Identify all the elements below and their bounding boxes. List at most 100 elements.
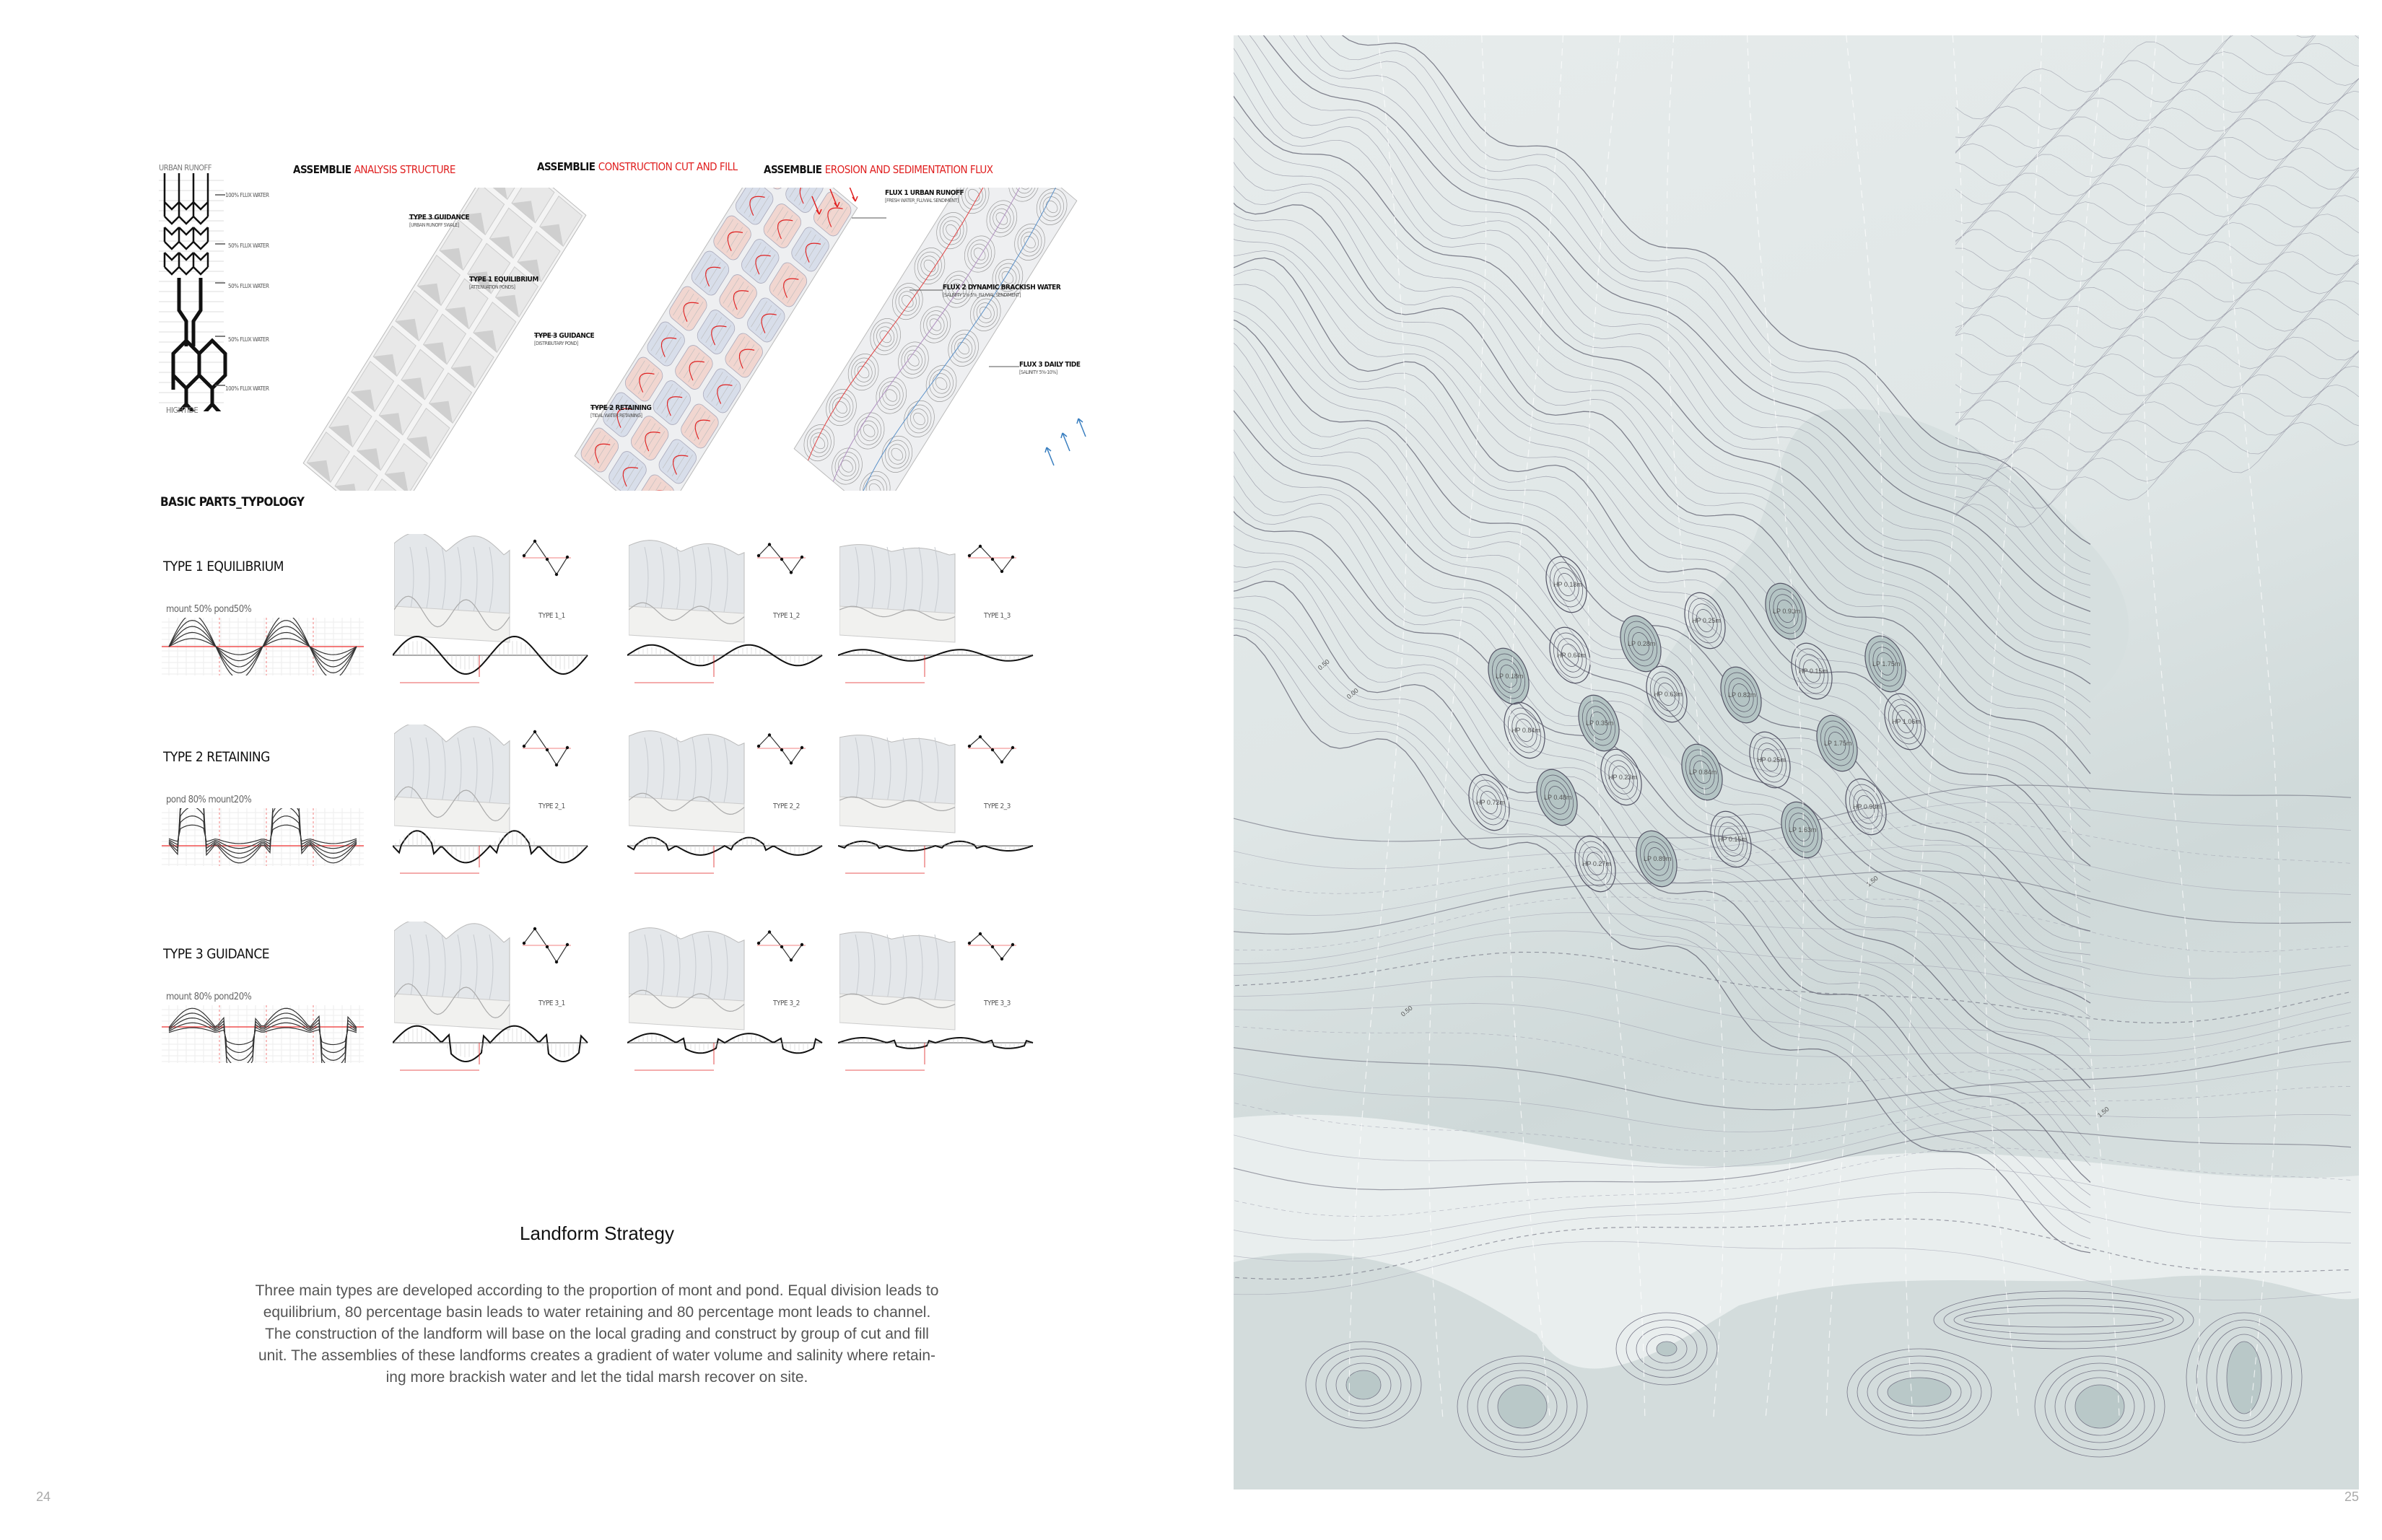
contour-ring — [1001, 271, 1014, 284]
cell-shadow — [373, 354, 397, 377]
spot-height-label: HP 0.25m — [1757, 756, 1786, 764]
wave-profile — [393, 830, 588, 864]
contour-ring — [920, 255, 939, 276]
contour-ring — [902, 294, 914, 308]
page-number-left: 24 — [36, 1489, 51, 1504]
contour-ring — [907, 404, 932, 434]
contour-ring — [888, 444, 907, 465]
header-prefix: ASSEMBLIE — [293, 163, 352, 176]
assembly-strip-flux — [793, 188, 1078, 491]
header-prefix: ASSEMBLIE — [764, 163, 822, 176]
cut-fill-arrow — [711, 325, 727, 346]
paragraph-line: equilibrium, 80 percentage basin leads t… — [263, 1304, 931, 1321]
contour-line — [1234, 239, 2091, 827]
wave-profile — [627, 1033, 823, 1054]
contour-line — [1234, 224, 2091, 810]
high-point-marker: HP 0.23m — [1600, 748, 1642, 806]
contour-ring — [901, 346, 926, 375]
node-diagram — [758, 931, 803, 961]
variant-label: TYPE 3_1 — [538, 999, 565, 1007]
landform-block-model — [839, 735, 1016, 834]
cut-fill-cell — [580, 427, 619, 473]
type-ratio: pond 80% mount20% — [166, 795, 252, 805]
contour-line — [1955, 318, 2359, 426]
depression-contour — [1867, 1362, 1972, 1422]
contour-ring — [857, 365, 870, 379]
contour-ring — [863, 475, 888, 491]
landform-block-model — [839, 932, 1016, 1031]
cell-shadow — [518, 259, 541, 282]
contour-ring — [857, 416, 882, 445]
spot-height-label: HP 0.25m — [1692, 617, 1721, 624]
contour-ring — [803, 424, 835, 462]
section-profile — [168, 1007, 357, 1063]
flow-path — [1904, 35, 1963, 1417]
cell-shadow — [495, 294, 519, 318]
strategy-paragraph: Three main types are developed according… — [236, 1280, 958, 1388]
type-title: TYPE 2 RETAINING — [163, 749, 270, 765]
text-label: [DISTRIBUTARY POND] — [534, 341, 578, 346]
landform-block-model — [629, 927, 806, 1031]
contour-line — [1234, 525, 2091, 1107]
depression-contour — [1335, 1362, 1392, 1407]
contour-line — [1234, 1114, 2352, 1168]
cell-shadow — [484, 188, 507, 200]
cut-fill-cell — [697, 310, 736, 354]
variant-wave-graph — [393, 636, 588, 683]
depression-contour — [2206, 1326, 2282, 1429]
low-point-marker: LP 1.75m — [1816, 714, 1858, 772]
flux-level-label: 100% FLUX WATER — [225, 192, 269, 198]
contour-line — [1234, 257, 2091, 867]
contour-ring — [976, 302, 995, 323]
contour-line — [1234, 1086, 2352, 1152]
wave-profile — [838, 1036, 1034, 1049]
cut-fill-arrow — [705, 266, 721, 286]
contour-ring — [951, 333, 976, 363]
contour-ring — [1036, 188, 1068, 225]
variant-wave-graph — [627, 644, 823, 683]
contour-ring — [881, 435, 913, 473]
low-point-marker: LP 0.35m — [1578, 694, 1620, 752]
page-number-right: 25 — [2344, 1489, 2360, 1504]
variant-label: TYPE 2_3 — [984, 802, 1011, 810]
depression-contour — [2054, 1370, 2145, 1443]
high-point-marker: HP 0.84m — [1504, 701, 1545, 759]
depression-contour — [1626, 1319, 1708, 1378]
cell-shadow — [461, 212, 486, 235]
contour-ring — [898, 291, 917, 312]
flow-path — [1984, 35, 2043, 1417]
contour-line — [1234, 561, 2091, 1146]
cell-shadow — [329, 424, 353, 447]
contour-ring — [1021, 232, 1039, 253]
depression-contour — [1943, 1298, 2184, 1342]
flux-level-label: 50% FLUX WATER — [228, 242, 269, 249]
flux-line — [858, 188, 1058, 491]
text-label: FLUX 3 DAILY TIDE — [1019, 361, 1081, 369]
contour-ring — [1042, 196, 1061, 217]
runoff-arrow-icon — [811, 196, 822, 215]
section-profile — [168, 815, 357, 849]
cut-fill-arrow — [733, 290, 749, 310]
contour-ring — [869, 483, 881, 491]
contour-ring — [925, 364, 957, 402]
callout: TYPE 2 RETAINING[TIDAL WATER RETAINING] — [590, 404, 652, 420]
contour-ring — [948, 329, 979, 367]
callout: FLUX 2 DYNAMIC BRACKISH WATER[SALINITY 1… — [943, 284, 1061, 299]
typology-heading: BASIC PARTS_TYPOLOGY — [160, 495, 305, 509]
flow-path — [2142, 35, 2202, 1417]
landform-cell — [334, 455, 378, 491]
contour-line — [1955, 35, 2316, 139]
cut-fill-cell — [719, 274, 757, 319]
contour-line — [1234, 1241, 2352, 1301]
cell-shadow — [407, 436, 431, 459]
wave-profile — [393, 1025, 588, 1062]
cell-shadow — [401, 377, 425, 400]
contour-ring — [829, 393, 854, 422]
paragraph-line: Three main types are developed according… — [255, 1282, 939, 1299]
spot-height-label: HP 0.98m — [1853, 803, 1882, 810]
contour-ring — [913, 412, 925, 426]
contour-line — [1234, 72, 2091, 665]
flow-path — [1507, 35, 1563, 1417]
contour-line — [1234, 1129, 2352, 1191]
